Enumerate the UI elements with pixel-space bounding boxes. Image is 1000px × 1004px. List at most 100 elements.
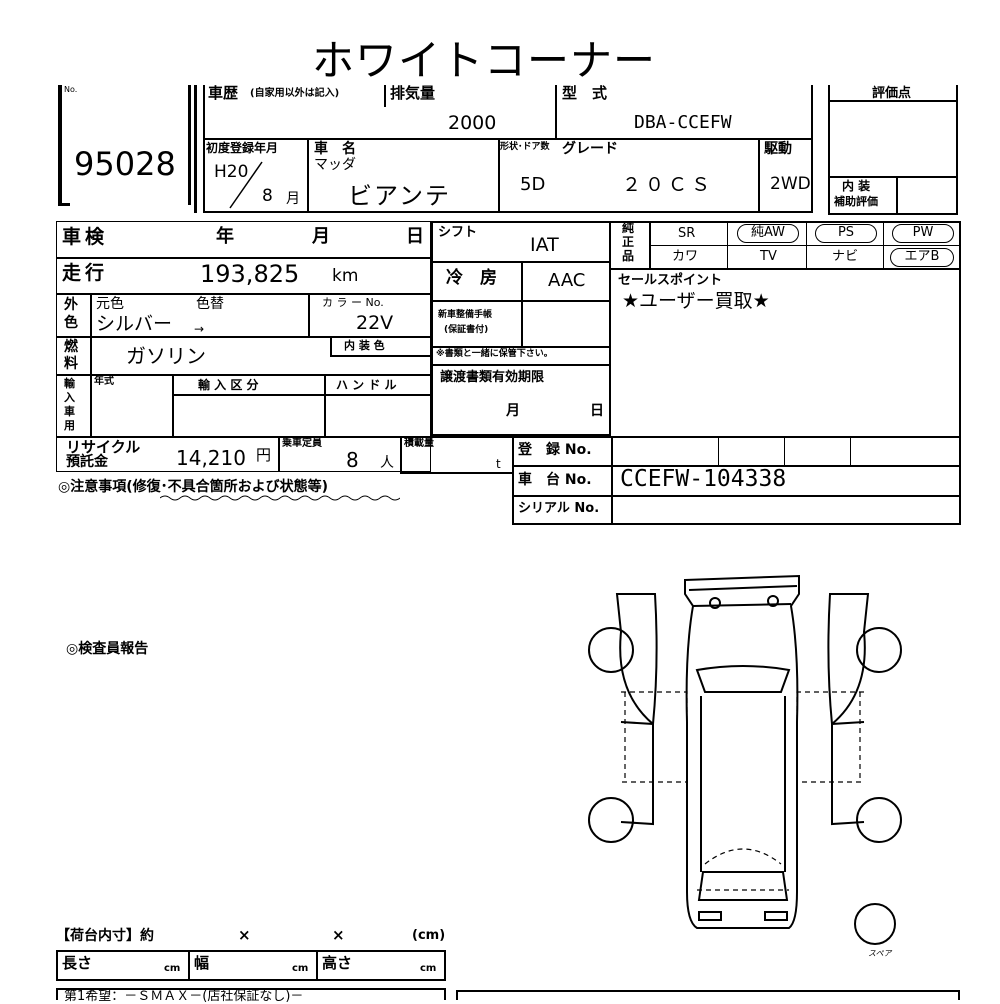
fuel-label-2: 料 (64, 356, 78, 372)
cargo-unit: (cm) (412, 928, 446, 943)
lot-no-label: No. (64, 85, 78, 94)
spare-tire-label: スペア (868, 949, 892, 958)
cargo-length-label: 長さ (62, 954, 93, 972)
model-value: DBA-CCEFW (634, 112, 732, 133)
load-unit: t (496, 457, 501, 471)
doors-value: 5D (520, 174, 546, 195)
lot-bracket-left (58, 85, 62, 205)
color-no-label: カ ラ ー No. (322, 296, 384, 309)
original-color-label: 元色 (96, 296, 124, 312)
recycle-label-1: リサイクル (66, 438, 141, 456)
ac-value: AAC (548, 270, 586, 291)
shift-label: シフト (438, 225, 478, 240)
spec-grid (56, 221, 431, 472)
interior-score-label-2: 補助評価 (834, 195, 878, 208)
maintenance-label-2: (保証書付) (444, 325, 489, 335)
grade-label: グレード (562, 141, 618, 157)
cargo-width-unit: cm (292, 963, 309, 974)
interior-color-label: 内 装 色 (344, 339, 385, 352)
import-type-label: 輸 入 区 分 (198, 378, 259, 392)
history-label: 車歴 (208, 84, 239, 102)
car-maker: マッダ (314, 157, 356, 173)
import-label-char-2: 車 (64, 405, 75, 418)
color-label-2: 色 (64, 315, 78, 331)
color-no-value: 22V (356, 312, 394, 334)
displacement-label: 排気量 (390, 84, 436, 102)
displacement-value: 2000 (448, 112, 497, 134)
equip-ps: PS (815, 224, 877, 243)
lot-divider-1 (188, 85, 191, 205)
transfer-day-unit: 日 (590, 403, 604, 419)
sales-point-text: ★ユーザー買取★ (622, 290, 770, 312)
inspector-report-label: ◎検査員報告 (66, 641, 149, 657)
drive-label: 駆動 (764, 141, 792, 157)
caution-label: ◎注意事項(修復･不具合箇所および状態等) (58, 479, 329, 495)
equipment-label-1: 純 (622, 221, 635, 235)
first-reg-label: 初度登録年月 (206, 141, 279, 155)
recycle-unit: 円 (256, 446, 272, 464)
equip-sr: SR (678, 226, 696, 241)
body-type-label: 形状･ドア数 (500, 142, 550, 152)
score-label: 評価点 (872, 86, 912, 101)
cargo-bottom-text: 第1希望：－ＳＭＡＸ－(店社保証なし)－ (64, 989, 304, 1004)
maintenance-note: ※書類と一緒に保管下さい。 (436, 349, 553, 359)
date-slash (229, 161, 263, 209)
capacity-label: 乗車定員 (282, 438, 322, 449)
transfer-label: 譲渡書類有効期限 (440, 370, 545, 385)
page-title: ホワイトコーナー (312, 36, 657, 85)
color-value: シルバー (96, 313, 173, 335)
car-name: ビアンテ (348, 182, 452, 210)
recycle-value: 14,210 (176, 446, 246, 470)
mileage-unit: km (332, 266, 359, 286)
equip-navi: ナビ (832, 249, 859, 264)
import-year-label: 年式 (94, 376, 114, 387)
car-diagram (588, 574, 902, 945)
car-name-label: 車 名 (314, 141, 356, 157)
equipment-label-3: 品 (622, 249, 635, 263)
sales-point-label: セールスポイント (618, 273, 723, 288)
cargo-height-unit: cm (420, 963, 437, 974)
serial-no-label: シリアル No. (518, 501, 600, 516)
color-label-1: 外 (64, 297, 78, 313)
equipment-label-2: 正 (622, 235, 635, 249)
load-label: 積載量 (404, 438, 434, 449)
inspection-month-unit: 月 (312, 226, 330, 247)
lot-bracket-foot (58, 203, 70, 206)
color-arrow: → (194, 322, 205, 336)
import-label-char-1: 入 (64, 391, 75, 404)
cargo-label: 【荷台内寸】約 (56, 928, 154, 944)
drive-value: 2WD (770, 174, 811, 194)
cargo-length-unit: cm (164, 963, 181, 974)
ac-label: 冷 房 (446, 268, 497, 288)
inspection-day-unit: 日 (406, 226, 424, 247)
shift-value: IAT (530, 234, 559, 256)
cargo-height-label: 高さ (322, 954, 353, 972)
equip-tv: TV (760, 249, 777, 264)
history-note: (自家用以外は記入) (250, 88, 340, 99)
caution-wavy-underline (160, 495, 400, 501)
equip-leather: カワ (672, 249, 699, 264)
cargo-times-1: × (238, 926, 251, 944)
mileage-label: 走行 (62, 262, 109, 284)
equip-pw: PW (892, 224, 954, 243)
inspection-label: 車検 (62, 226, 109, 248)
equip-airbag: エアB (890, 248, 954, 267)
first-reg-month-unit: 月 (286, 191, 300, 207)
fuel-label-1: 燃 (64, 339, 78, 355)
cargo-width-label: 幅 (194, 954, 210, 972)
maintenance-label-1: 新車整備手帳 (438, 310, 493, 320)
lot-number: 95028 (74, 145, 176, 183)
mileage-value: 193,825 (200, 260, 300, 288)
first-reg-year: H20 (214, 162, 249, 182)
import-handle-label: ハ ン ド ル (336, 378, 397, 392)
fuel-value: ガソリン (126, 344, 206, 368)
equip-genuine-aw: 純AW (737, 224, 799, 243)
chassis-no-value: CCEFW-104338 (620, 466, 787, 492)
recycle-label-2: 預託金 (66, 454, 108, 470)
inspection-year-unit: 年 (216, 226, 234, 247)
first-reg-month: 8 (262, 186, 273, 206)
lot-divider-2 (194, 85, 197, 213)
changed-color-label: 色替 (196, 296, 224, 312)
reg-no-label: 登 録 No. (518, 442, 592, 458)
interior-score-label-1: 内 装 (842, 179, 871, 193)
